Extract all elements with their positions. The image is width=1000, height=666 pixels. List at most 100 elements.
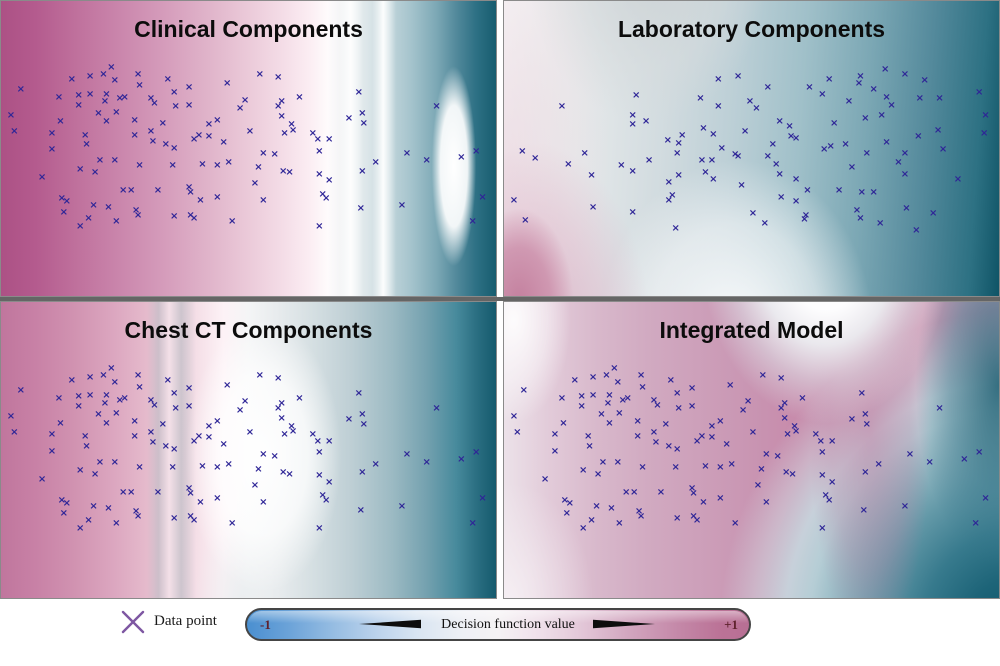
data-point: × (189, 213, 199, 224)
data-point: × (597, 409, 606, 421)
data-point: × (168, 160, 177, 172)
data-point: × (628, 119, 637, 131)
data-point: × (981, 109, 990, 121)
data-point: × (315, 168, 324, 180)
data-point: × (146, 125, 156, 137)
data-point: × (518, 145, 527, 157)
data-point: × (668, 189, 677, 201)
data-point: × (827, 435, 837, 447)
data-point: × (743, 396, 753, 408)
data-point: × (359, 118, 369, 129)
data-point: × (131, 506, 141, 518)
data-point: × (85, 70, 95, 82)
data-point: × (315, 447, 324, 459)
data-point: × (912, 224, 921, 236)
data-point: × (99, 370, 108, 381)
data-point: × (818, 470, 827, 482)
data-point: × (356, 203, 366, 215)
data-point: × (153, 184, 163, 196)
data-point: × (273, 71, 283, 83)
data-point: × (47, 445, 57, 457)
data-point: × (869, 83, 878, 95)
data-point: × (722, 438, 731, 450)
data-point: × (550, 445, 560, 457)
data-point: × (107, 363, 116, 375)
data-point: × (278, 165, 288, 177)
data-point: × (920, 75, 929, 87)
data-point: × (740, 125, 750, 137)
data-point: × (99, 68, 108, 80)
data-point: × (687, 383, 697, 395)
data-point: × (259, 195, 268, 206)
data-point: × (615, 407, 624, 419)
data-point: × (716, 416, 725, 428)
data-point: × (478, 191, 487, 203)
points-layer-clinical: ××××××××××××××××××××××××××××××××××××××××… (1, 1, 496, 296)
data-point: × (733, 70, 743, 82)
data-point: × (641, 115, 651, 127)
data-point: × (245, 427, 255, 439)
data-point: × (235, 404, 245, 416)
data-point: × (432, 101, 441, 113)
data-point: × (130, 416, 139, 428)
data-point: × (184, 483, 194, 495)
data-point: × (280, 127, 289, 139)
data-point: × (57, 494, 67, 506)
data-point: × (709, 173, 718, 185)
data-point: × (697, 430, 707, 442)
data-point: × (471, 447, 481, 459)
data-point: × (75, 465, 85, 477)
data-point: × (468, 518, 477, 529)
data-point: × (974, 86, 984, 98)
data-point: × (471, 145, 481, 157)
data-point: × (344, 414, 354, 426)
data-point: × (80, 430, 90, 442)
data-point: × (235, 103, 245, 115)
data-point: × (119, 486, 128, 498)
data-point: × (791, 173, 801, 185)
panel-integrated: Integrated Model ×××××××××××××××××××××××… (503, 301, 1000, 599)
data-point: × (562, 508, 572, 520)
data-point: × (869, 186, 878, 198)
data-point: × (371, 458, 380, 470)
data-point: × (935, 402, 944, 414)
data-point: × (748, 427, 758, 439)
data-point: × (653, 399, 662, 411)
data-point: × (240, 396, 250, 408)
data-point: × (689, 488, 698, 500)
data-point: × (219, 137, 228, 149)
data-point: × (752, 103, 761, 115)
data-point: × (707, 155, 717, 167)
x-marker-icon (120, 609, 146, 635)
data-point: × (213, 462, 222, 474)
data-point: × (170, 444, 179, 455)
data-point: × (900, 68, 910, 80)
data-point: × (56, 417, 65, 429)
data-point: × (781, 467, 791, 479)
data-point: × (75, 163, 85, 175)
data-point: × (196, 195, 205, 206)
data-point: × (468, 216, 477, 228)
data-point: × (322, 494, 331, 506)
data-point: × (701, 460, 710, 472)
panel-title-integrated: Integrated Model (659, 317, 844, 343)
data-point: × (803, 184, 812, 196)
data-point: × (953, 173, 963, 185)
data-point: × (790, 420, 799, 432)
data-point: × (189, 134, 199, 146)
data-point: × (184, 383, 194, 395)
data-point: × (150, 399, 159, 411)
data-point: × (692, 514, 702, 526)
panel-clinical: Clinical Components ××××××××××××××××××××… (0, 0, 497, 297)
data-point: × (308, 429, 318, 441)
data-point: × (894, 157, 903, 169)
data-point: × (854, 78, 864, 90)
data-point: × (56, 116, 65, 128)
data-point: × (856, 70, 865, 82)
data-point: × (598, 457, 608, 469)
data-point: × (821, 490, 830, 502)
data-point: × (104, 201, 113, 213)
data-point: × (638, 462, 647, 474)
data-point: × (204, 432, 214, 444)
